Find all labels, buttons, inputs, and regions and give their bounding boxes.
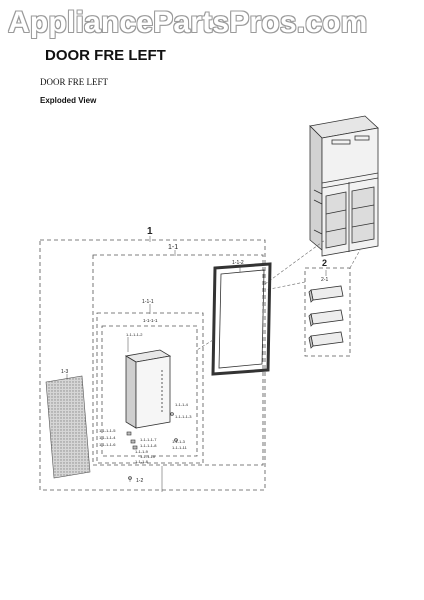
- callout-sub-j: 1-1-1-9: [135, 449, 149, 454]
- door-panel: [45, 375, 91, 479]
- view-label: Exploded View: [40, 96, 97, 105]
- door-body: [124, 349, 172, 429]
- door-guards: [308, 285, 344, 349]
- callout-sub-m: 1-1-1-8: [135, 459, 149, 464]
- callout-sub-g: 1-1-1-1-6: [99, 442, 116, 447]
- door-gasket: [211, 262, 272, 376]
- callout-sub-d: 1-1-1-3: [172, 439, 186, 444]
- callout-sub-assy: 1-1: [168, 244, 178, 251]
- watermark: AppliancePartsPros.com: [8, 6, 368, 39]
- assembly-1-box: [39, 239, 266, 491]
- subassembly-1-1-box: [92, 254, 264, 466]
- subtitle: DOOR FRE LEFT: [40, 77, 109, 87]
- callout-sub-a: 1-1-1-1-2: [126, 332, 143, 337]
- callout-gasket: 1-1-2: [232, 260, 244, 266]
- callout-sub-f: 1-1-1-1-4: [99, 435, 116, 440]
- callout-door-assy: 1-1-1: [142, 299, 154, 305]
- door-in-box: [101, 325, 198, 457]
- page-title: DOOR FRE LEFT: [45, 47, 166, 64]
- callout-sub-e: 1-1-1-1-5: [99, 428, 116, 433]
- callout-door-panel: 1-3: [61, 369, 68, 375]
- callout-sub-h: 1-1-1-1-7: [140, 437, 157, 442]
- callout-guard: 2-1: [321, 277, 328, 283]
- refrigerator-illustration: [309, 115, 379, 257]
- callout-sub-i: 1-1-1-1-8: [140, 443, 157, 448]
- callout-sub-l: 1-1-1-11: [172, 445, 188, 450]
- guards-box: [304, 267, 351, 357]
- callout-door-sub: 1-1-1-1: [143, 318, 158, 323]
- callout-sub-b: 1-1-1-4: [175, 402, 189, 407]
- callout-part-1-2: 1-2: [136, 478, 143, 484]
- callout-assy: 1: [147, 226, 153, 237]
- callout-sub-c: 1-1-1-1-3: [175, 414, 192, 419]
- callout-sub-k: 1-1-1-10: [140, 454, 156, 459]
- callout-guards: 2: [322, 258, 327, 268]
